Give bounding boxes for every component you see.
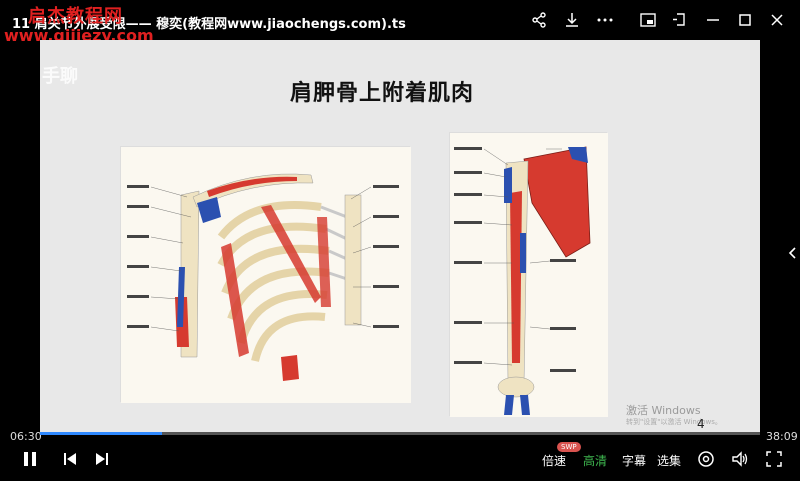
progress-fill (40, 432, 163, 435)
slide-page-number: 4 (697, 417, 705, 431)
pin-icon[interactable] (670, 10, 690, 30)
download-icon[interactable] (562, 10, 582, 30)
video-frame[interactable]: 手聊 肩胛骨上附着肌肉 (40, 40, 760, 432)
fullscreen-icon[interactable] (764, 450, 784, 468)
share-icon[interactable] (529, 10, 549, 30)
pause-button[interactable] (20, 450, 40, 468)
total-time: 38:09 (766, 430, 798, 443)
volume-icon[interactable] (730, 450, 750, 468)
close-icon[interactable] (767, 10, 787, 30)
windows-activation-notice: 激活 Windows (626, 404, 701, 417)
maximize-icon[interactable] (735, 10, 755, 30)
title-bar: 11 肩关节外展受限—— 穆奕(教程网www.jiaochengs.com).t… (0, 0, 800, 45)
anatomy-figure-anterior (120, 146, 411, 403)
swp-badge: SWP (557, 442, 581, 452)
side-panel-chevron-icon[interactable] (786, 244, 798, 262)
danmaku-icon[interactable] (696, 450, 716, 468)
video-title: 11 肩关节外展受限—— 穆奕(教程网www.jiaochengs.com).t… (12, 17, 406, 32)
subtitle-button[interactable]: 字幕 (622, 454, 647, 468)
progress-bar[interactable] (40, 432, 760, 435)
anatomy-figure-posterior (449, 132, 608, 417)
episodes-button[interactable]: 选集 (657, 454, 682, 468)
next-button[interactable] (92, 450, 112, 468)
current-time: 06:30 (10, 430, 42, 443)
slide-logo: 手聊 (42, 66, 78, 87)
picture-in-picture-icon[interactable] (638, 10, 658, 30)
more-icon[interactable] (595, 10, 615, 30)
speed-button[interactable]: 倍速 (542, 454, 567, 468)
quality-button[interactable]: 高清 (583, 454, 608, 468)
slide-title: 肩胛骨上附着肌肉 (290, 81, 475, 106)
windows-activation-hint: 转到"设置"以激活 Windows。 (626, 418, 722, 426)
minimize-icon[interactable] (703, 10, 723, 30)
watermark-site-name: 启杰教程网 (28, 6, 123, 27)
previous-button[interactable] (60, 450, 80, 468)
